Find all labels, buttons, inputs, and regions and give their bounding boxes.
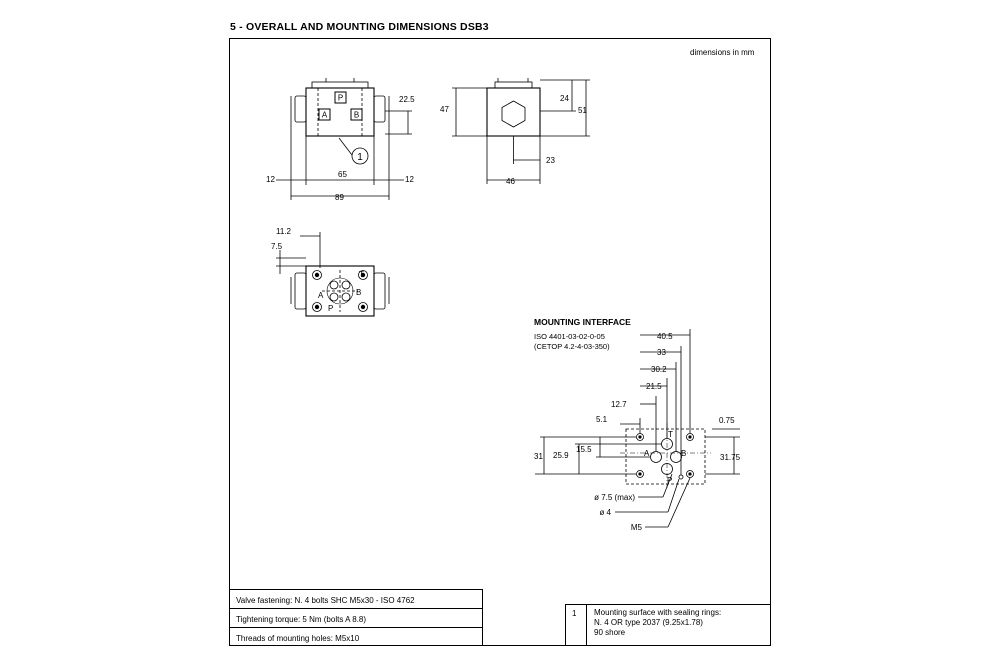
mi-port-p-circle — [661, 463, 673, 475]
mounting-standard-cetop: (CETOP 4.2-4-03-350) — [534, 342, 610, 351]
note-tightening-torque: Tightening torque: 5 Nm (bolts A 8.8) — [230, 608, 482, 627]
dim-65: 65 — [338, 170, 347, 179]
seal-note-line: 90 shore — [594, 628, 626, 637]
side-view: 47 24 51 23 46 — [440, 78, 590, 186]
seal-note-box: 1 Mounting surface with sealing rings: N… — [565, 604, 771, 646]
page-title: 5 - OVERALL AND MOUNTING DIMENSIONS DSB3 — [230, 21, 489, 33]
dim-22-5: 22.5 — [399, 95, 415, 104]
callout-thread: M5 — [631, 523, 643, 532]
callout-number: 1 — [357, 152, 363, 163]
front-port-b: B — [354, 111, 359, 120]
mi-port-a-circle — [650, 451, 662, 463]
top-port-p: P — [328, 304, 333, 313]
dim-51: 51 — [578, 106, 587, 115]
dim-31: 31 — [534, 452, 543, 461]
units-note: dimensions in mm — [690, 48, 755, 57]
callout-circle — [351, 147, 369, 165]
dim-23: 23 — [546, 156, 555, 165]
dim-24: 24 — [560, 94, 569, 103]
top-port-a: A — [318, 291, 324, 300]
dim-47: 47 — [440, 105, 449, 114]
side-hex-nut — [501, 100, 526, 128]
dim-33: 33 — [657, 348, 666, 357]
dim-15-5: 15.5 — [576, 445, 592, 454]
seal-note-number: 1 — [572, 609, 577, 618]
note-threads: Threads of mounting holes: M5x10 — [230, 627, 482, 646]
mounting-standard-iso: ISO 4401-03-02-0-05 — [534, 332, 605, 341]
dim-7-5: 7.5 — [271, 242, 283, 251]
top-port-t: T — [359, 270, 364, 279]
mi-port-t: T — [668, 430, 673, 439]
dim-5-1: 5.1 — [596, 415, 608, 424]
note-valve-fastening: Valve fastening: N. 4 bolts SHC M5x30 - … — [230, 589, 482, 608]
dim-12-left: 12 — [266, 175, 275, 184]
dim-12-right: 12 — [405, 175, 414, 184]
dim-40-5: 40.5 — [657, 332, 673, 341]
front-right-solenoid — [373, 95, 386, 123]
dim-89: 89 — [335, 193, 344, 202]
seal-note-line: Mounting surface with sealing rings: — [594, 608, 722, 617]
dim-46: 46 — [506, 177, 515, 186]
mounting-interface-view: T A B P 40.5 33 30.2 21.5 12.7 5.1 0.75 … — [534, 329, 741, 532]
side-body — [486, 87, 541, 137]
dim-0-75: 0.75 — [719, 416, 735, 425]
seal-note-separator — [586, 605, 587, 645]
top-port-b: B — [356, 288, 361, 297]
dim-12-7: 12.7 — [611, 400, 627, 409]
mi-port-b-circle — [670, 451, 682, 463]
mi-port-b: B — [681, 449, 686, 458]
dim-30-2: 30.2 — [651, 365, 667, 374]
front-left-solenoid — [294, 95, 307, 123]
callout-pin-dia: ø 4 — [599, 508, 611, 517]
top-view: T A B P 11.2 7.5 — [271, 227, 390, 317]
mi-port-t-circle — [661, 438, 673, 450]
mi-port-a: A — [644, 449, 650, 458]
seal-note-line: N. 4 OR type 2037 (9.25x1.78) — [594, 618, 703, 627]
mounting-face — [625, 428, 706, 485]
front-view: P A B 1 22.5 12 65 12 89 — [266, 78, 415, 202]
dim-11-2: 11.2 — [276, 227, 292, 236]
callout-port-dia: ø 7.5 (max) — [594, 493, 635, 502]
notes-divider — [482, 589, 483, 646]
dim-31-75: 31.75 — [720, 453, 741, 462]
dim-25-9: 25.9 — [553, 451, 569, 460]
dim-21-5: 21.5 — [646, 382, 662, 391]
drawing-frame — [229, 38, 771, 646]
seal-note-text: Mounting surface with sealing rings: N. … — [594, 608, 721, 638]
front-port-p: P — [338, 94, 343, 103]
mounting-interface-title: MOUNTING INTERFACE — [534, 317, 631, 327]
front-port-a: A — [322, 111, 328, 120]
